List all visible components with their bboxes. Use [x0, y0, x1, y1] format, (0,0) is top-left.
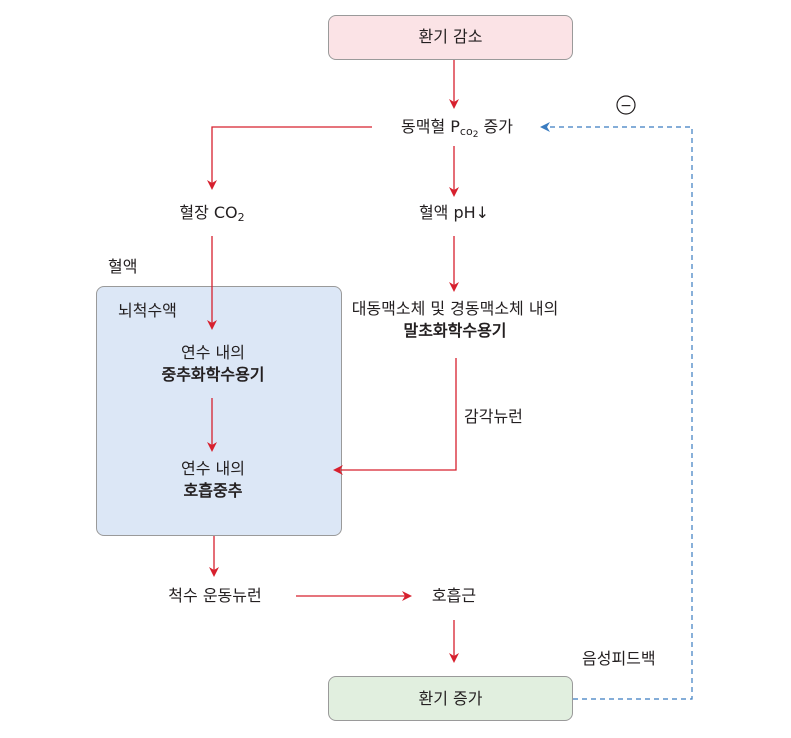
peripheral-chemoreceptor-label: 대동맥소체 및 경동맥소체 내의 말초화학수용기: [330, 298, 580, 342]
ventilation-increase-label: 환기 증가: [418, 689, 483, 708]
central-chemoreceptor-label: 연수 내의 중추화학수용기: [130, 342, 296, 386]
ventilation-decrease-label: 환기 감소: [418, 27, 483, 46]
ventilation-increase-box: [328, 676, 573, 721]
arterial-pco2-label: 동맥혈 Pco2 증가: [374, 116, 540, 146]
arterial-pco2-suffix: 증가: [478, 117, 513, 136]
arterial-pco2-prefix: 동맥혈 P: [401, 117, 460, 136]
negative-feedback-label: 음성피드백: [582, 649, 656, 668]
peripheral-chemoreceptor-line1: 대동맥소체 및 경동맥소체 내의: [351, 299, 559, 318]
minus-symbol: −: [620, 98, 632, 114]
plasma-co2-label: 혈장 CO2: [152, 202, 272, 229]
arterial-pco2-sub: co: [459, 125, 473, 138]
csf-label: 뇌척수액: [118, 301, 177, 320]
arterial-pco2-sub2: 2: [472, 130, 479, 140]
central-chemoreceptor-line2: 중추화학수용기: [161, 365, 265, 384]
blood-label: 혈액: [108, 257, 138, 276]
sensory-neuron-label: 감각뉴런: [464, 407, 523, 426]
respiratory-center-line1: 연수 내의: [181, 459, 245, 478]
plasma-co2-prefix: 혈장 CO: [179, 203, 238, 222]
minus-circle: [616, 95, 636, 115]
blood-ph-label: 혈액 pH↓: [418, 203, 490, 222]
peripheral-chemoreceptor-line2: 말초화학수용기: [403, 321, 507, 340]
spinal-motor-neuron-label: 척수 운동뉴런: [168, 586, 262, 605]
brain-region-box: [96, 286, 342, 536]
respiratory-center-label: 연수 내의 호흡중추: [130, 458, 296, 502]
respiratory-muscle-label: 호흡근: [431, 586, 477, 605]
feedback-dashed-line: [540, 122, 693, 700]
respiratory-center-line2: 호흡중추: [183, 481, 243, 500]
central-chemoreceptor-line1: 연수 내의: [181, 343, 245, 362]
plasma-co2-sub: 2: [237, 211, 245, 224]
arrow-sensory-to-resp: [333, 358, 457, 475]
ventilation-decrease-box: [328, 15, 573, 60]
arrow-pco2-to-plasma: [207, 126, 372, 190]
